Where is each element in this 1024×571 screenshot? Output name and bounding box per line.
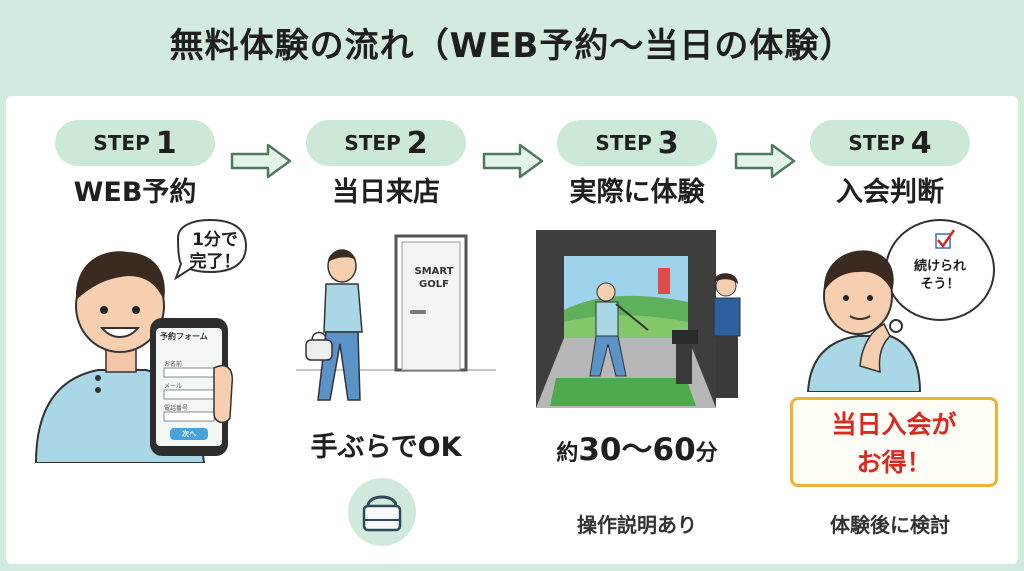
speech-bubble-text: 1分で 完了！: [180, 229, 250, 273]
bubble-line-2: 完了！: [189, 252, 241, 272]
caption-suffix: 分: [695, 441, 718, 466]
step-2-title: 当日来店: [332, 177, 440, 208]
thinking-man-illustration: [806, 219, 995, 392]
thought-bubble-text: 続けられ そう！: [898, 258, 982, 294]
step-4-pill: STEP 4: [810, 120, 970, 166]
bubble-line-1: 1分で: [192, 230, 238, 250]
step-label: STEP: [595, 131, 652, 155]
step-2-pill: STEP 2: [306, 120, 466, 166]
same-day-offer-box: 当日入会が お得！: [790, 397, 998, 487]
step-number: 3: [657, 125, 679, 161]
step-number: 1: [155, 125, 177, 161]
step-3-title: 実際に体験: [569, 177, 705, 208]
thought-line-2: そう！: [920, 277, 960, 292]
step-label: STEP: [344, 131, 401, 155]
step-4-note: 体験後に検討: [830, 513, 950, 537]
form-title: 予約フォーム: [160, 332, 208, 341]
step-2-caption: 手ぶらでOK: [310, 432, 462, 463]
door-sign: SMART GOLF: [401, 265, 467, 291]
form-field-name-label: お名前: [164, 361, 183, 368]
door-sign-line-2: GOLF: [419, 279, 449, 290]
step-number: 2: [406, 125, 428, 161]
golf-simulator-illustration: [536, 230, 741, 408]
step-label: STEP: [848, 131, 905, 155]
door-sign-line-1: SMART: [414, 266, 454, 277]
step-3-pill: STEP 3: [557, 120, 717, 166]
man-with-phone-illustration: [34, 218, 248, 463]
promo-line-1: 当日入会が: [831, 410, 957, 439]
walking-man-door-illustration: [296, 234, 496, 401]
arrow-right-icon: [230, 143, 292, 179]
form-next-button: 次へ: [182, 430, 196, 438]
step-3-note: 操作説明あり: [577, 513, 697, 537]
step-label: STEP: [93, 131, 150, 155]
step-3-caption: 約30〜60分: [517, 424, 757, 469]
form-field-phone-label: 電話番号: [164, 405, 189, 412]
step-1-title: WEB予約: [73, 177, 197, 208]
form-field-email-label: メール: [164, 383, 183, 390]
step-4-title: 入会判断: [836, 177, 944, 208]
tote-bag-icon: [348, 478, 416, 546]
promo-line-2: お得！: [856, 448, 932, 477]
arrow-right-icon: [734, 143, 796, 179]
thought-line-1: 続けられ: [913, 259, 966, 274]
arrow-right-icon: [482, 143, 544, 179]
caption-duration: 30〜60: [578, 432, 696, 468]
step-number: 4: [910, 125, 932, 161]
page-title: 無料体験の流れ（WEB予約〜当日の体験）: [169, 26, 855, 66]
step-1-pill: STEP 1: [55, 120, 215, 166]
caption-prefix: 約: [556, 441, 579, 466]
